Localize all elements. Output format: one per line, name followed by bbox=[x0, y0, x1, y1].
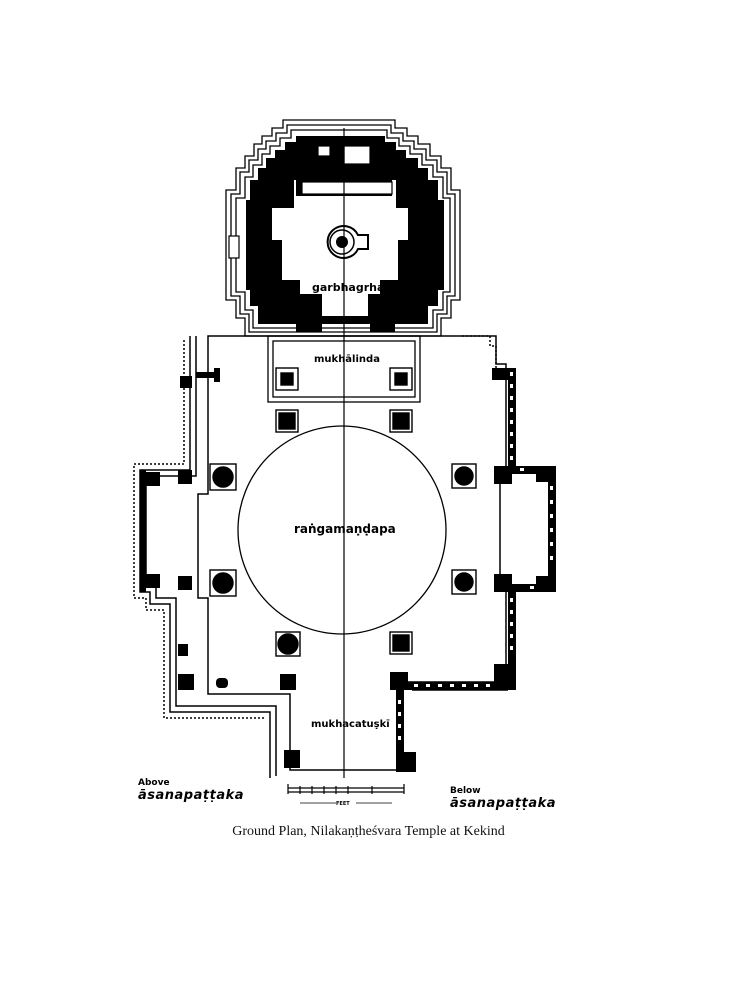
legend-above-big: āsanapaṭṭaka bbox=[138, 788, 245, 803]
sanctum-thick-wall bbox=[246, 136, 444, 332]
label-scale-unit: FEET bbox=[336, 801, 350, 807]
legend-below-big: āsanapaṭṭaka bbox=[450, 796, 557, 811]
rangamandapa-circle bbox=[237, 425, 447, 635]
scale-bar bbox=[287, 784, 405, 804]
sanctum-niches bbox=[228, 145, 393, 259]
legend-below: Below āsanapaṭṭaka bbox=[450, 786, 556, 811]
legend-above-small: Above bbox=[138, 778, 170, 788]
linga-pedestal bbox=[326, 225, 369, 259]
legend-below-small: Below bbox=[450, 786, 481, 796]
sanctum-walls bbox=[225, 119, 461, 337]
pillars bbox=[209, 367, 477, 657]
figure-caption: Ground Plan, Nilakaṇṭheśvara Temple at K… bbox=[232, 824, 505, 839]
label-mukhacatuski: mukhacatuṣkī bbox=[311, 719, 390, 730]
label-rangamandapa: raṅgamaṇḍapa bbox=[294, 522, 396, 536]
legend-above: Above āsanapaṭṭaka bbox=[138, 778, 244, 803]
label-garbhagrha: garbhagrha bbox=[312, 281, 384, 294]
label-mukhalinda: mukhālinda bbox=[314, 354, 380, 365]
left-wall-black bbox=[140, 368, 220, 592]
pilasters bbox=[146, 376, 300, 768]
right-wall-checker bbox=[398, 372, 553, 740]
